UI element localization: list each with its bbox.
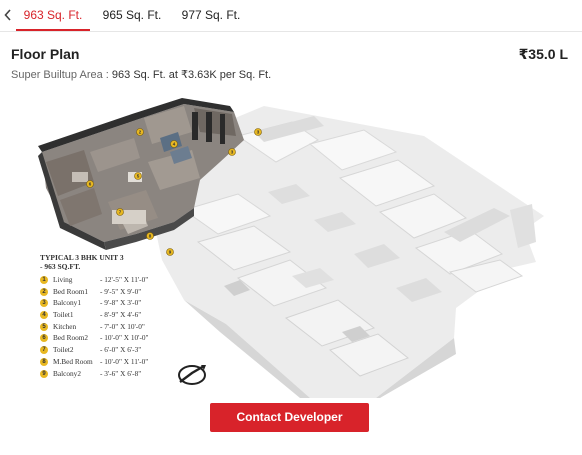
svg-text:3: 3 (231, 150, 234, 155)
room-dimension: - 9'-5" X 9'-0" (100, 286, 142, 296)
svg-text:8: 8 (149, 234, 152, 239)
room-name: Toilet2 (53, 345, 74, 355)
room-number-badge: 6 (40, 334, 48, 343)
unit-title: TYPICAL 3 BHK UNIT 3 (40, 253, 124, 262)
room-name: Bed Room1 (53, 286, 89, 296)
north-compass-icon (178, 364, 206, 385)
legend-row: 6 Bed Room2 - 10'-0" X 10'-0" (40, 332, 190, 344)
size-tabs: 963 Sq. Ft. 965 Sq. Ft. 977 Sq. Ft. (0, 0, 582, 32)
area-label: Super Builtup Area : (11, 69, 112, 81)
svg-text:4: 4 (173, 142, 176, 147)
legend-row: 3 Balcony1 - 9'-8" X 3'-0" (40, 297, 190, 309)
page-title: Floor Plan (11, 46, 80, 62)
room-dimension: - 3'-6" X 6'-8" (100, 368, 142, 378)
room-number-badge: 9 (40, 369, 48, 378)
legend-row: 1 Living - 12'-5" X 11'-0" (40, 274, 190, 286)
svg-text:3: 3 (257, 130, 260, 135)
room-name: Bed Room2 (53, 333, 89, 343)
tab-965-sqft[interactable]: 965 Sq. Ft. (102, 8, 162, 22)
room-number-badge: 1 (40, 276, 48, 284)
room-name: Balcony2 (53, 368, 81, 378)
svg-text:9: 9 (169, 250, 172, 255)
room-name: Living (53, 275, 73, 284)
room-name: M.Bed Room (53, 356, 93, 366)
tab-977-sqft[interactable]: 977 Sq. Ft. (181, 8, 241, 22)
room-number-badge: 4 (40, 311, 48, 320)
svg-text:5: 5 (137, 174, 140, 179)
legend-row: 2 Bed Room1 - 9'-5" X 9'-0" (40, 286, 190, 298)
room-dimension: - 8'-9" X 4'-6" (100, 310, 142, 320)
room-dimension: - 7'-0" X 10'-0" (100, 321, 145, 331)
room-dimension: - 9'-8" X 3'-0" (100, 298, 142, 308)
legend-row: 8 M.Bed Room - 10'-0" X 11'-0" (40, 356, 190, 368)
room-dimension: - 10'-0" X 10'-0" (100, 333, 149, 343)
legend-row: 4 Toilet1 - 8'-9" X 4'-6" (40, 309, 190, 321)
chevron-left-icon[interactable] (0, 0, 16, 30)
area-value: 963 Sq. Ft. at ₹3.63K per Sq. Ft. (111, 69, 272, 81)
highlighted-unit: 4 2 3 3 5 6 7 8 9 (38, 98, 262, 256)
room-number-badge: 7 (40, 346, 48, 355)
unit-area: - 963 SQ.FT. (40, 262, 81, 271)
price-label: ₹35.0 L (518, 46, 568, 62)
svg-text:7: 7 (119, 210, 122, 215)
room-dimension: - 10'-0" X 11'-0" (100, 356, 149, 366)
super-builtup-area: Super Builtup Area : 963 Sq. Ft. at ₹3.6… (11, 68, 271, 81)
room-number-badge: 8 (40, 357, 48, 366)
room-number-badge: 3 (40, 299, 48, 308)
unit-legend: TYPICAL 3 BHK UNIT 3 - 963 SQ.FT. 1 Livin… (40, 253, 190, 379)
room-number-badge: 5 (40, 322, 48, 331)
room-name: Kitchen (53, 321, 77, 331)
room-number-badge: 2 (40, 287, 48, 296)
room-name: Balcony1 (53, 298, 81, 308)
room-dimension: - 6'-0" X 6'-3" (100, 345, 142, 355)
floor-plan-image: 4 2 3 3 5 6 7 8 9 (38, 98, 544, 398)
legend-row: 9 Balcony2 - 3'-6" X 6'-8" (40, 368, 190, 380)
room-name: Toilet1 (53, 310, 74, 320)
svg-text:2: 2 (139, 130, 142, 135)
legend-row: 7 Toilet2 - 6'-0" X 6'-3" (40, 344, 190, 356)
legend-row: 5 Kitchen - 7'-0" X 10'-0" (40, 321, 190, 333)
floor-plan-ghost (148, 106, 544, 398)
contact-developer-button[interactable]: Contact Developer (210, 403, 369, 432)
svg-text:6: 6 (89, 182, 92, 187)
tab-963-sqft[interactable]: 963 Sq. Ft. (16, 0, 90, 31)
room-dimension: - 12'-5" X 11'-0" (100, 275, 149, 284)
